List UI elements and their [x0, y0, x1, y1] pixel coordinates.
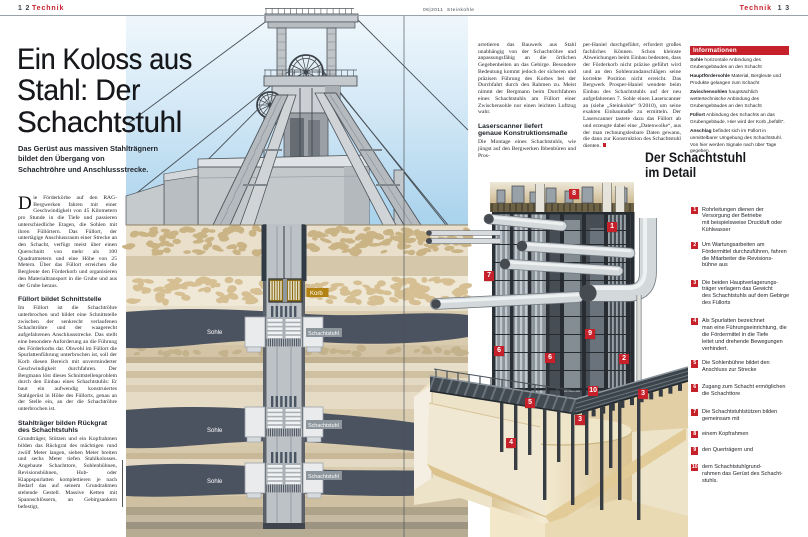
- svg-text:Sohle: Sohle: [207, 428, 223, 434]
- svg-text:Korb: Korb: [310, 291, 323, 297]
- svg-text:Sohle: Sohle: [207, 330, 223, 336]
- svg-text:Schachtstuhl: Schachtstuhl: [308, 331, 339, 337]
- svg-text:Schachtstuhl: Schachtstuhl: [308, 423, 339, 429]
- svg-text:Schachtstuhl: Schachtstuhl: [308, 474, 339, 480]
- svg-text:Sohle: Sohle: [207, 479, 223, 485]
